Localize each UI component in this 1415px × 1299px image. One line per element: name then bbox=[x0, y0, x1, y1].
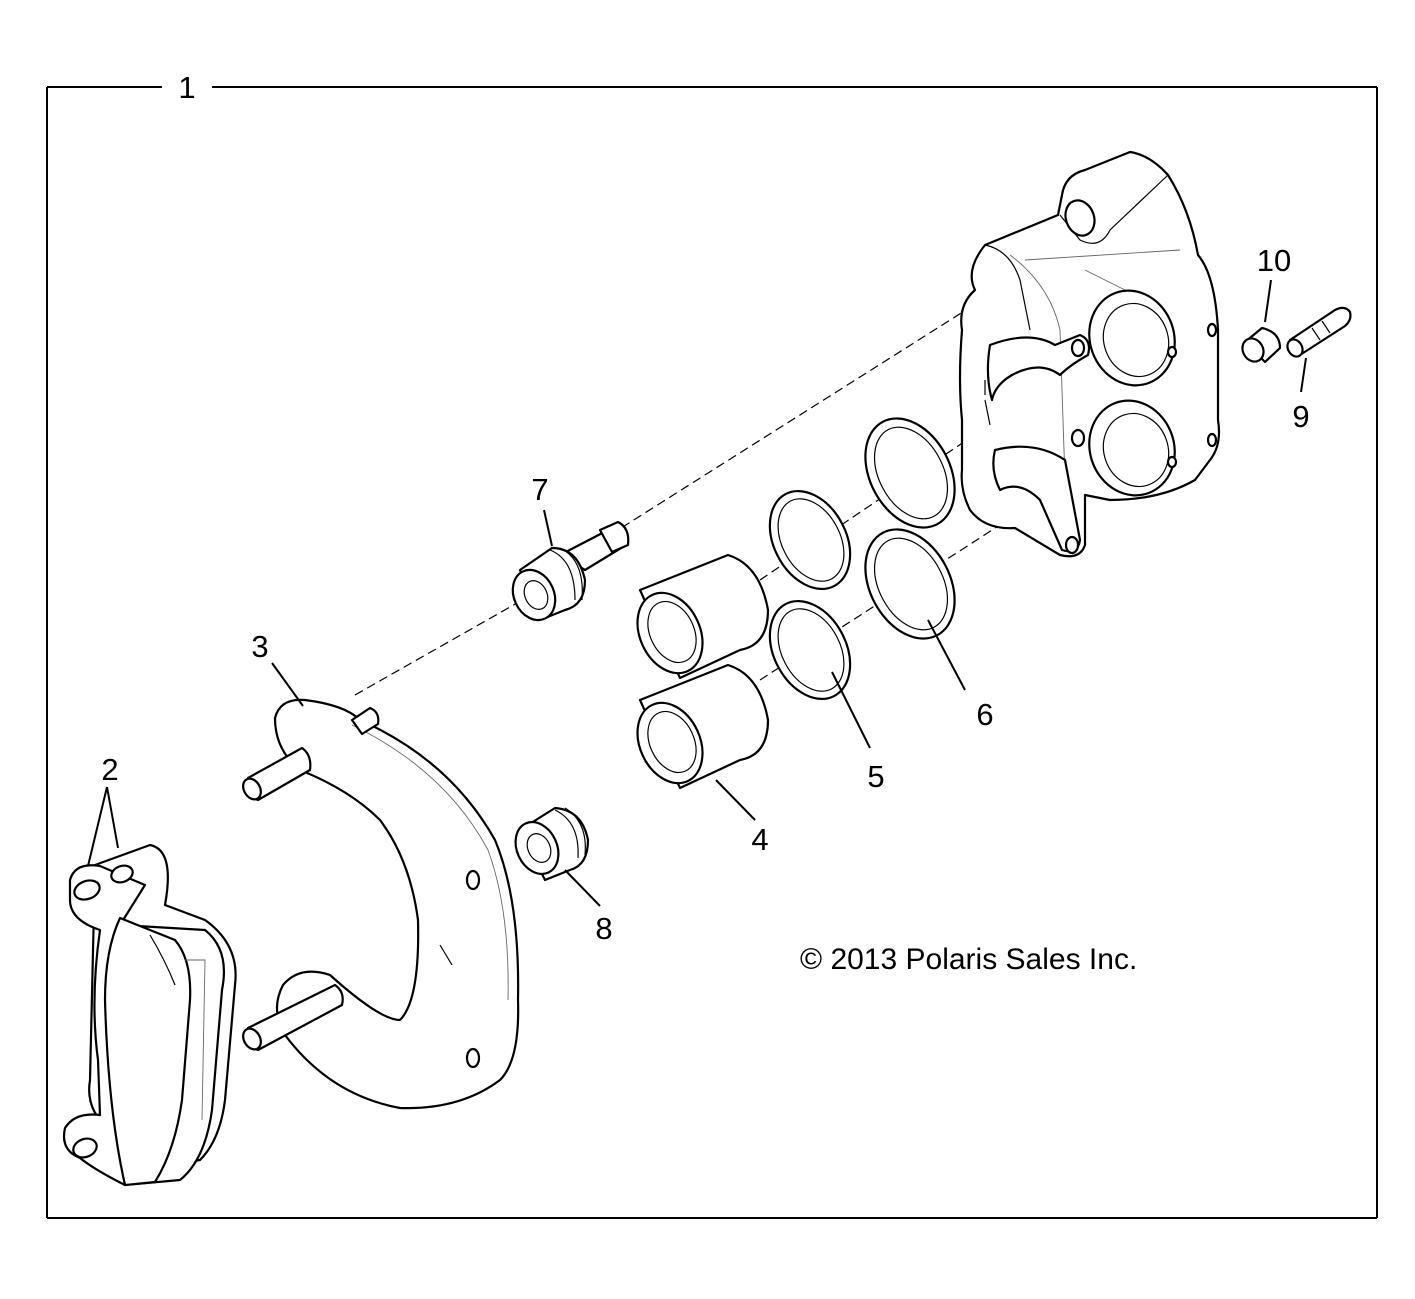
callout-3: 3 bbox=[251, 629, 268, 664]
piston-seals-large bbox=[864, 417, 956, 640]
slide-pin-boot bbox=[514, 806, 590, 882]
callout-5: 5 bbox=[867, 759, 884, 794]
piston-seals-small bbox=[768, 489, 852, 701]
caliper-bracket bbox=[242, 698, 520, 1110]
slide-pin bbox=[511, 520, 630, 622]
callout-1: 1 bbox=[178, 70, 195, 105]
callout-4: 4 bbox=[751, 822, 768, 857]
callout-7: 7 bbox=[531, 472, 548, 507]
bleeder-screw bbox=[1286, 306, 1352, 358]
callout-6: 6 bbox=[976, 697, 993, 732]
bleeder-cap bbox=[1241, 326, 1282, 364]
assembly-frame bbox=[46, 86, 1378, 1219]
brake-pads bbox=[62, 843, 237, 1187]
pistons bbox=[636, 553, 770, 790]
callout-10: 10 bbox=[1257, 243, 1291, 278]
caliper-housing bbox=[958, 150, 1221, 558]
copyright-text: © 2013 Polaris Sales Inc. bbox=[800, 943, 1137, 976]
leader-lines bbox=[87, 279, 1307, 907]
callout-8: 8 bbox=[595, 911, 612, 946]
callout-2: 2 bbox=[101, 752, 118, 787]
callout-9: 9 bbox=[1292, 399, 1309, 434]
